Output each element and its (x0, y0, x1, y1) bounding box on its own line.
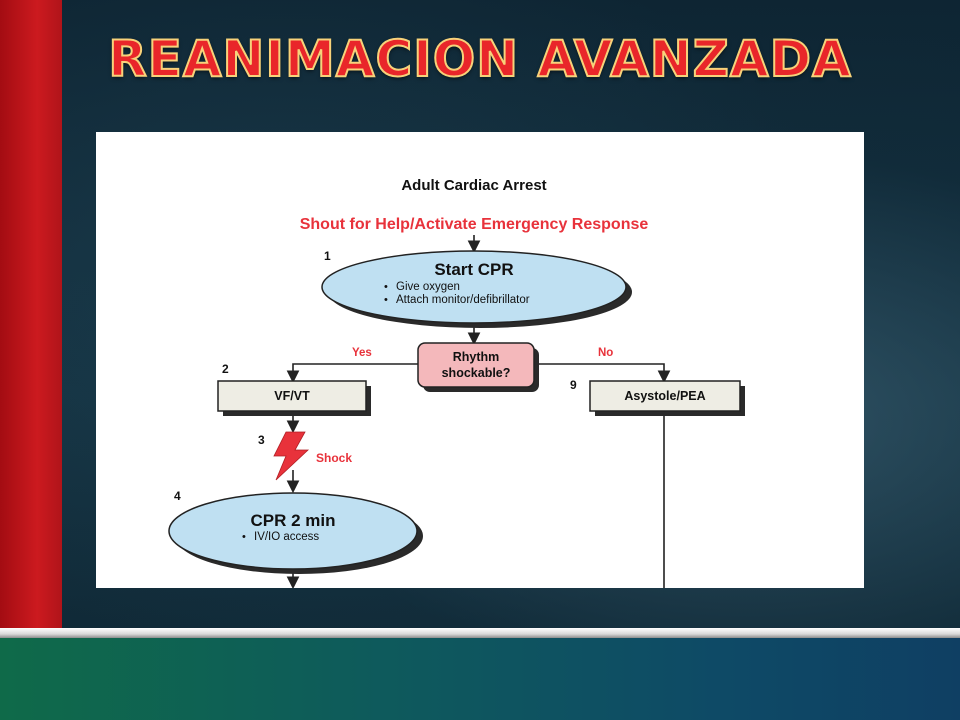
shock-label: Shock (316, 451, 352, 465)
lightning-bolt-icon (273, 431, 310, 481)
diagram-title: Adult Cardiac Arrest (401, 177, 546, 194)
step-number: 2 (222, 362, 229, 376)
decision-line-1: Rhythm (453, 350, 500, 364)
vf-vt-box (217, 380, 367, 412)
vf-vt-label: VF/VT (274, 389, 310, 403)
no-label: No (598, 347, 613, 359)
cpr-2-min-ellipse (168, 492, 418, 570)
decision-box (417, 342, 535, 388)
footer-band (0, 638, 960, 720)
decision-line-2: shockable? (442, 366, 511, 380)
step-shock: 3 Shock (258, 431, 352, 481)
start-cpr-bullet: Give oxygen (396, 281, 460, 293)
cardiac-arrest-flowchart: Adult Cardiac Arrest Shout for Help/Acti… (168, 177, 745, 588)
footer-divider (0, 628, 960, 638)
bullet-marker: • (384, 281, 388, 293)
cpr-2-min-bullet: IV/IO access (254, 531, 319, 543)
step-number: 9 (570, 378, 577, 392)
bullet-marker: • (242, 531, 246, 543)
connector-decision-yes (286, 363, 418, 384)
flowchart-panel: Adult Cardiac Arrest Shout for Help/Acti… (96, 132, 864, 588)
start-cpr-title: Start CPR (434, 260, 513, 279)
bullet-marker: • (384, 294, 388, 306)
step-vf-vt: 2 VF/VT (217, 362, 371, 416)
cpr-2-min-title: CPR 2 min (250, 511, 335, 530)
step-number: 1 (324, 249, 331, 263)
emergency-banner: Shout for Help/Activate Emergency Respon… (300, 216, 649, 233)
connector-decision-no (534, 363, 671, 384)
step-start-cpr: 1 Start CPR • Give oxygen • Attach monit… (321, 249, 632, 328)
step-number: 3 (258, 433, 265, 447)
decision-rhythm-shockable: Rhythm shockable? Yes No (352, 342, 613, 392)
slide-title: REANIMACION AVANZADA (107, 29, 852, 89)
asystole-pea-box (589, 380, 741, 412)
yes-label: Yes (352, 347, 372, 359)
red-side-bar (0, 0, 62, 628)
start-cpr-ellipse (321, 250, 627, 324)
start-cpr-bullet: Attach monitor/defibrillator (396, 294, 530, 306)
step-asystole-pea: 9 Asystole/PEA (570, 378, 745, 416)
step-number: 4 (174, 489, 181, 503)
flow-connectors (286, 235, 671, 588)
step-cpr-2-min: 4 CPR 2 min • IV/IO access (168, 489, 423, 574)
asystole-pea-label: Asystole/PEA (624, 389, 705, 403)
